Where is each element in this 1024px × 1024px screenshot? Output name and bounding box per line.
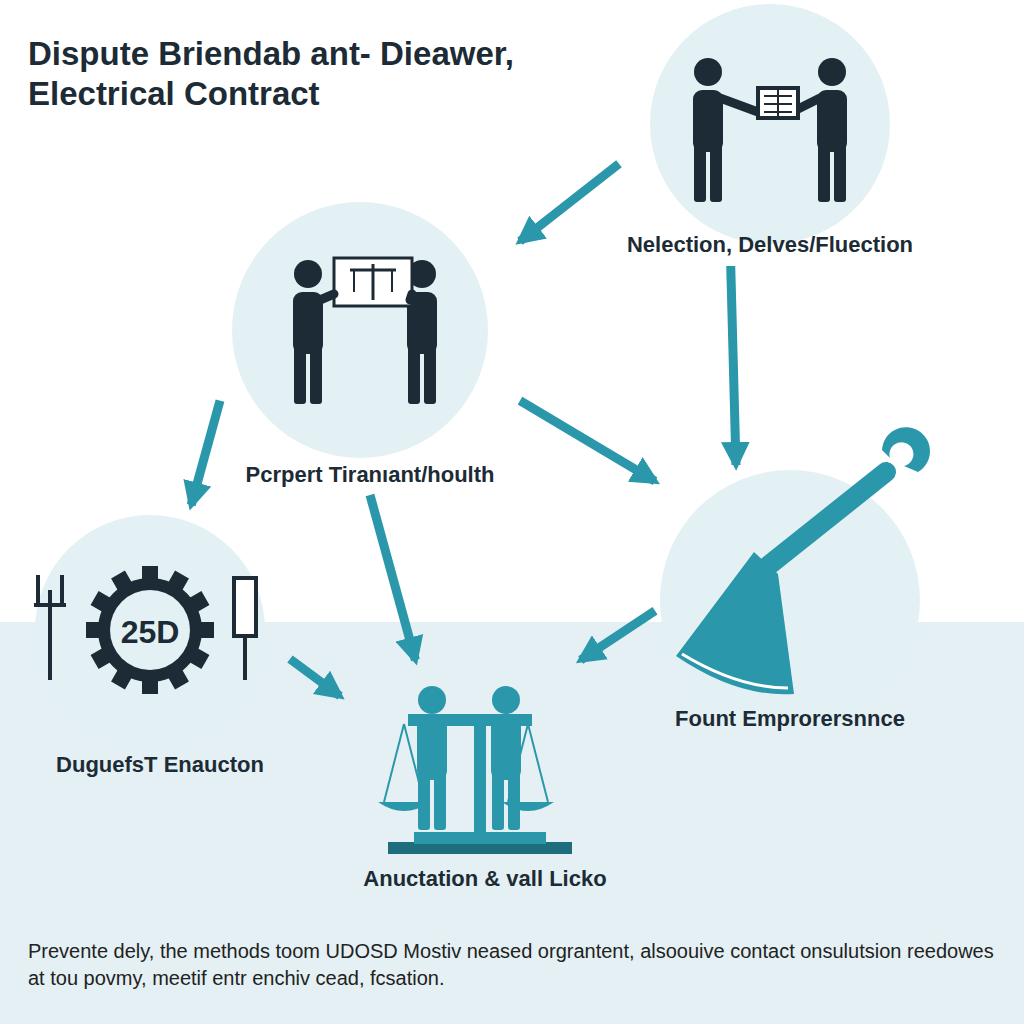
person-figure bbox=[293, 260, 323, 404]
person-leg bbox=[710, 144, 722, 202]
board-mark bbox=[391, 270, 393, 292]
person-leg bbox=[508, 772, 520, 830]
board-icon bbox=[334, 258, 412, 306]
circle-node: Nelection, Delves/Fluection bbox=[619, 4, 921, 266]
node-label: Pcrpert Tiranıant/houlth bbox=[220, 462, 520, 488]
person-figure bbox=[417, 686, 447, 830]
document-line bbox=[777, 88, 779, 118]
person-leg bbox=[834, 144, 846, 202]
funnel-cone bbox=[676, 552, 794, 694]
flow-arrow bbox=[520, 164, 619, 241]
person-head bbox=[694, 58, 722, 86]
gear-face bbox=[110, 590, 190, 670]
node-label: DuguefsT Enaucton bbox=[30, 752, 290, 778]
circle-node: Fount Emprorersnnce bbox=[655, 465, 925, 735]
flow-arrow bbox=[520, 401, 655, 482]
caption: Prevente dely, the methods toom UDOSD Mo… bbox=[28, 938, 1003, 992]
board-mark bbox=[353, 270, 355, 292]
flow-arrow bbox=[370, 495, 415, 660]
person-leg bbox=[418, 772, 430, 830]
person-head bbox=[492, 686, 520, 714]
node-shape bbox=[590, 0, 950, 304]
node-label: Anuctation & vall Licko bbox=[340, 866, 630, 892]
node-circle bbox=[660, 470, 920, 730]
node-label: Nelection, Delves/Fluection bbox=[619, 232, 921, 258]
person-arm bbox=[410, 294, 412, 300]
flow-arrow bbox=[731, 266, 736, 465]
document-icon bbox=[758, 88, 798, 118]
person-leg bbox=[492, 772, 504, 830]
person-body bbox=[417, 718, 447, 780]
person-head bbox=[418, 686, 446, 714]
person-head bbox=[294, 260, 322, 288]
person-head bbox=[818, 58, 846, 86]
board bbox=[334, 258, 412, 306]
plug-bar bbox=[34, 603, 66, 607]
node-circle bbox=[35, 515, 265, 745]
person-figure bbox=[491, 686, 521, 830]
title: Dispute Briendab ant- Dieawer, Electrica… bbox=[28, 34, 576, 115]
icon-node: Anuctation & vall Licko bbox=[340, 660, 630, 900]
flow-arrow bbox=[290, 659, 340, 696]
plug-pin bbox=[36, 575, 40, 605]
person-leg bbox=[310, 346, 322, 404]
socket-wire bbox=[243, 636, 247, 680]
person-body bbox=[491, 718, 521, 780]
funnel-icon bbox=[676, 427, 930, 694]
person-arm bbox=[720, 98, 758, 112]
pan-string bbox=[528, 724, 548, 802]
person-body bbox=[407, 292, 437, 354]
board-mark bbox=[350, 269, 396, 272]
socket-symbol bbox=[234, 578, 256, 680]
person-leg bbox=[434, 772, 446, 830]
gear-number: 25D bbox=[121, 614, 180, 651]
node-circle bbox=[232, 202, 488, 458]
flow-arrow bbox=[191, 401, 220, 505]
person-arm bbox=[320, 294, 334, 300]
person-leg bbox=[408, 346, 420, 404]
document bbox=[758, 88, 798, 118]
person-leg bbox=[694, 144, 706, 202]
gear-icon bbox=[86, 566, 214, 694]
circle-node: Pcrpert Tiranıant/houlth bbox=[220, 200, 520, 495]
funnel-handle bbox=[768, 472, 886, 566]
plug-symbol bbox=[34, 575, 66, 680]
socket-body bbox=[234, 578, 256, 636]
flow-arrow bbox=[581, 611, 655, 660]
person-figure bbox=[693, 58, 723, 202]
pan-string bbox=[384, 724, 404, 802]
person-figure bbox=[817, 58, 847, 202]
node-shape bbox=[300, 600, 660, 960]
gear-rim bbox=[98, 578, 202, 682]
node-shape bbox=[180, 150, 540, 510]
scales-post bbox=[474, 716, 486, 834]
person-leg bbox=[294, 346, 306, 404]
funnel-rim bbox=[682, 654, 788, 688]
person-leg bbox=[424, 346, 436, 404]
scales-icon bbox=[378, 714, 572, 854]
funnel-knob bbox=[882, 427, 930, 472]
node-circle bbox=[650, 4, 890, 244]
plug-pin bbox=[60, 575, 64, 605]
node-label: Fount Emprorersnnce bbox=[655, 706, 925, 732]
person-leg bbox=[818, 144, 830, 202]
